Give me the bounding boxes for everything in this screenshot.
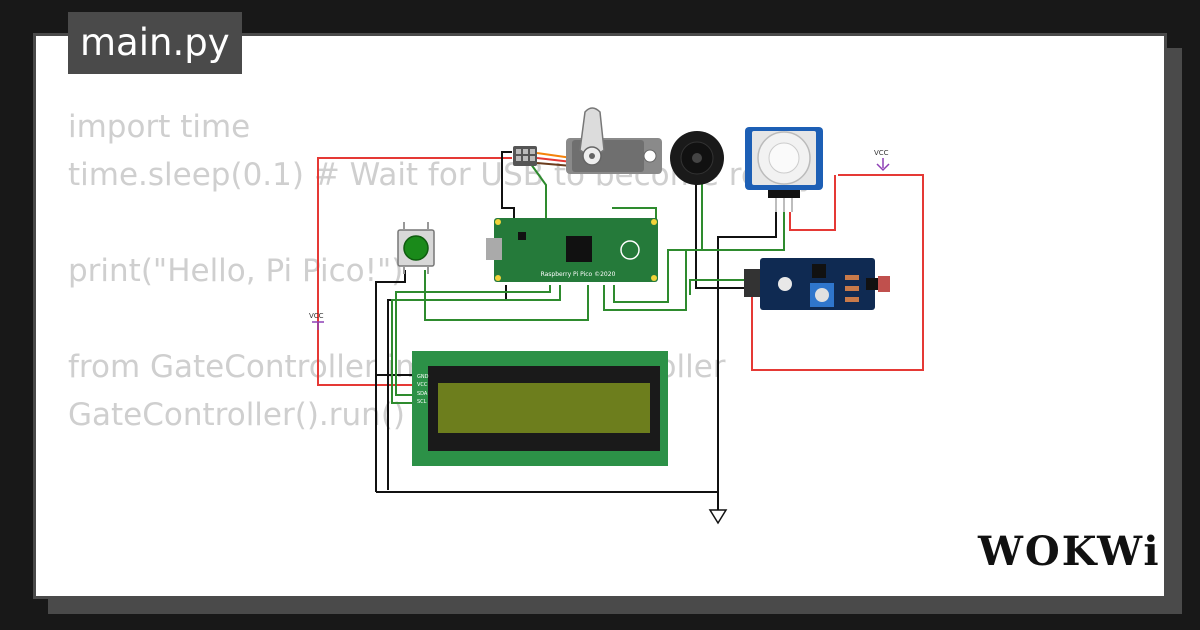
wire-vcc-pir-top[interactable]	[789, 175, 836, 231]
wire-sig-buzzer[interactable]	[613, 180, 703, 303]
vcc-left-symbol: VCC	[309, 312, 324, 330]
vcc-right-label: VCC	[874, 149, 889, 157]
lcd-pin-label: VCC	[417, 382, 428, 388]
lcd-pin-label: GND	[417, 374, 429, 380]
wire-gnd-servo[interactable]	[501, 151, 515, 222]
servo-motor[interactable]	[513, 107, 662, 174]
raspberry-logo-icon	[620, 240, 640, 260]
wokwi-logo: WOKWi	[978, 528, 1161, 575]
lcd-pin-label: SCL	[417, 399, 427, 405]
wire-sig-button[interactable]	[424, 270, 589, 321]
wire-sig-servo[interactable]	[527, 159, 547, 222]
buzzer[interactable]	[670, 131, 724, 185]
wire-vcc-pir[interactable]	[751, 174, 924, 371]
wire-sig-pir[interactable]	[603, 212, 785, 311]
wire-sig-scl[interactable]	[391, 285, 561, 404]
lcd-pin-labels: GND VCC SDA SCL	[417, 374, 429, 405]
raspberry-pi-pico[interactable]: Raspberry Pi Pico ©2020	[486, 218, 658, 282]
sensor-module[interactable]	[744, 258, 890, 310]
pico-label: Raspberry Pi Pico ©2020	[541, 271, 616, 278]
pir-motion-sensor[interactable]	[745, 127, 823, 212]
wire-sig-pico-right[interactable]	[612, 207, 657, 222]
wire-gnd-buzzer[interactable]	[695, 180, 760, 289]
lcd-display[interactable]: GND VCC SDA SCL	[412, 351, 668, 466]
lcd-pin-label: SDA	[417, 391, 428, 397]
vcc-right-symbol: VCC	[874, 149, 890, 172]
wire-gnd-sensor[interactable]	[717, 212, 777, 296]
wire-vcc-lcd[interactable]	[317, 157, 512, 386]
vcc-left-label: VCC	[309, 312, 324, 320]
code-line: import time	[68, 109, 251, 145]
push-button[interactable]	[397, 222, 435, 274]
code-line: GateController().run()	[68, 397, 406, 433]
wire-sig-sensor[interactable]	[689, 279, 760, 295]
wire-sig-sda[interactable]	[395, 285, 551, 396]
wire-gnd-button[interactable]	[375, 270, 406, 375]
file-tab-main-py[interactable]: main.py	[68, 12, 242, 74]
wires	[317, 151, 924, 510]
ground-symbol	[708, 492, 728, 525]
